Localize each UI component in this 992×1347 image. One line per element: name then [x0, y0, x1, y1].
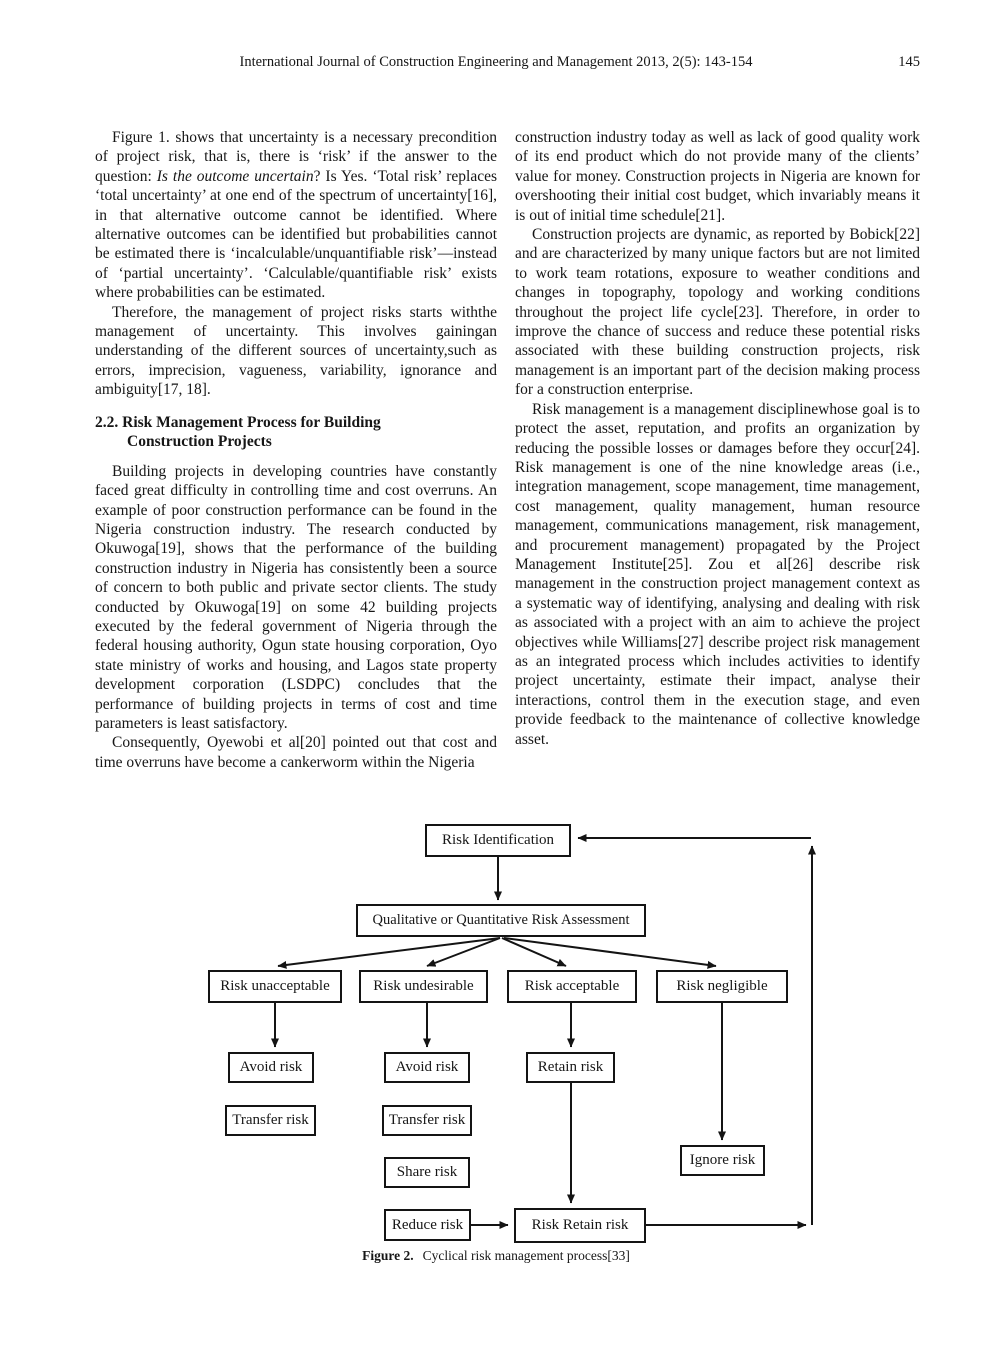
- flow-node-ignore-risk: Ignore risk: [680, 1145, 765, 1176]
- paragraph-text: Figure 1. shows that uncertainty is a ne…: [95, 129, 497, 185]
- flow-node-transfer-risk-1: Transfer risk: [225, 1105, 316, 1136]
- paragraph-text: ? Is Yes. ‘Total risk’ replaces ‘total u…: [95, 167, 497, 302]
- text-columns: Figure 1. shows that uncertainty is a ne…: [95, 128, 920, 772]
- flow-node-risk-assessment: Qualitative or Quantitative Risk Assessm…: [356, 904, 646, 937]
- section-heading-line2: Construction Projects: [127, 433, 272, 451]
- flow-node-avoid-risk-2: Avoid risk: [384, 1052, 470, 1083]
- flow-node-risk-retain-risk: Risk Retain risk: [514, 1208, 646, 1243]
- flow-node-share-risk: Share risk: [384, 1157, 470, 1188]
- flow-node-risk-undesirable: Risk undesirable: [359, 970, 488, 1003]
- right-column: construction industry today as well as l…: [515, 128, 920, 772]
- paragraph-construction-industry: construction industry today as well as l…: [515, 129, 920, 224]
- paragraph-dynamic-projects: Construction projects are dynamic, as re…: [515, 226, 920, 399]
- journal-title: International Journal of Construction En…: [239, 54, 753, 70]
- figure-caption: Figure 2. Cyclical risk management proces…: [0, 1248, 992, 1264]
- paragraph-building-projects: Building projects in developing countrie…: [95, 462, 497, 732]
- figure-caption-text: Cyclical risk management process[33]: [422, 1248, 630, 1263]
- page-number: 145: [898, 54, 920, 70]
- paragraph-oyewobi: Consequently, Oyewobi et al[20] pointed …: [95, 734, 497, 771]
- figure-caption-label: Figure 2.: [362, 1248, 414, 1263]
- flow-node-reduce-risk: Reduce risk: [384, 1209, 471, 1241]
- flow-node-risk-acceptable: Risk acceptable: [507, 970, 637, 1003]
- page-header: International Journal of Construction En…: [0, 54, 992, 76]
- paragraph-uncertainty: Therefore, the management of project ris…: [95, 303, 497, 399]
- figure-2-flowchart: Risk Identification Qualitative or Quant…: [0, 818, 992, 1288]
- section-heading-line1: 2.2. Risk Management Process for Buildin…: [95, 413, 381, 431]
- italic-question: Is the outcome uncertain: [156, 167, 314, 185]
- paragraph-risk-management: Risk management is a management discipli…: [515, 400, 920, 748]
- flow-node-transfer-risk-2: Transfer risk: [382, 1105, 472, 1136]
- paragraph-figure1: Figure 1. shows that uncertainty is a ne…: [95, 128, 497, 303]
- flow-node-retain-risk: Retain risk: [526, 1052, 615, 1083]
- flow-node-risk-negligible: Risk negligible: [656, 970, 788, 1003]
- flow-node-avoid-risk-1: Avoid risk: [228, 1052, 314, 1083]
- flow-node-risk-identification: Risk Identification: [425, 824, 571, 857]
- section-heading-2-2: 2.2. Risk Management Process for Buildin…: [95, 413, 497, 452]
- flow-node-risk-unacceptable: Risk unacceptable: [208, 970, 342, 1003]
- left-column: Figure 1. shows that uncertainty is a ne…: [95, 128, 497, 772]
- flowchart-connectors: [271, 834, 816, 1229]
